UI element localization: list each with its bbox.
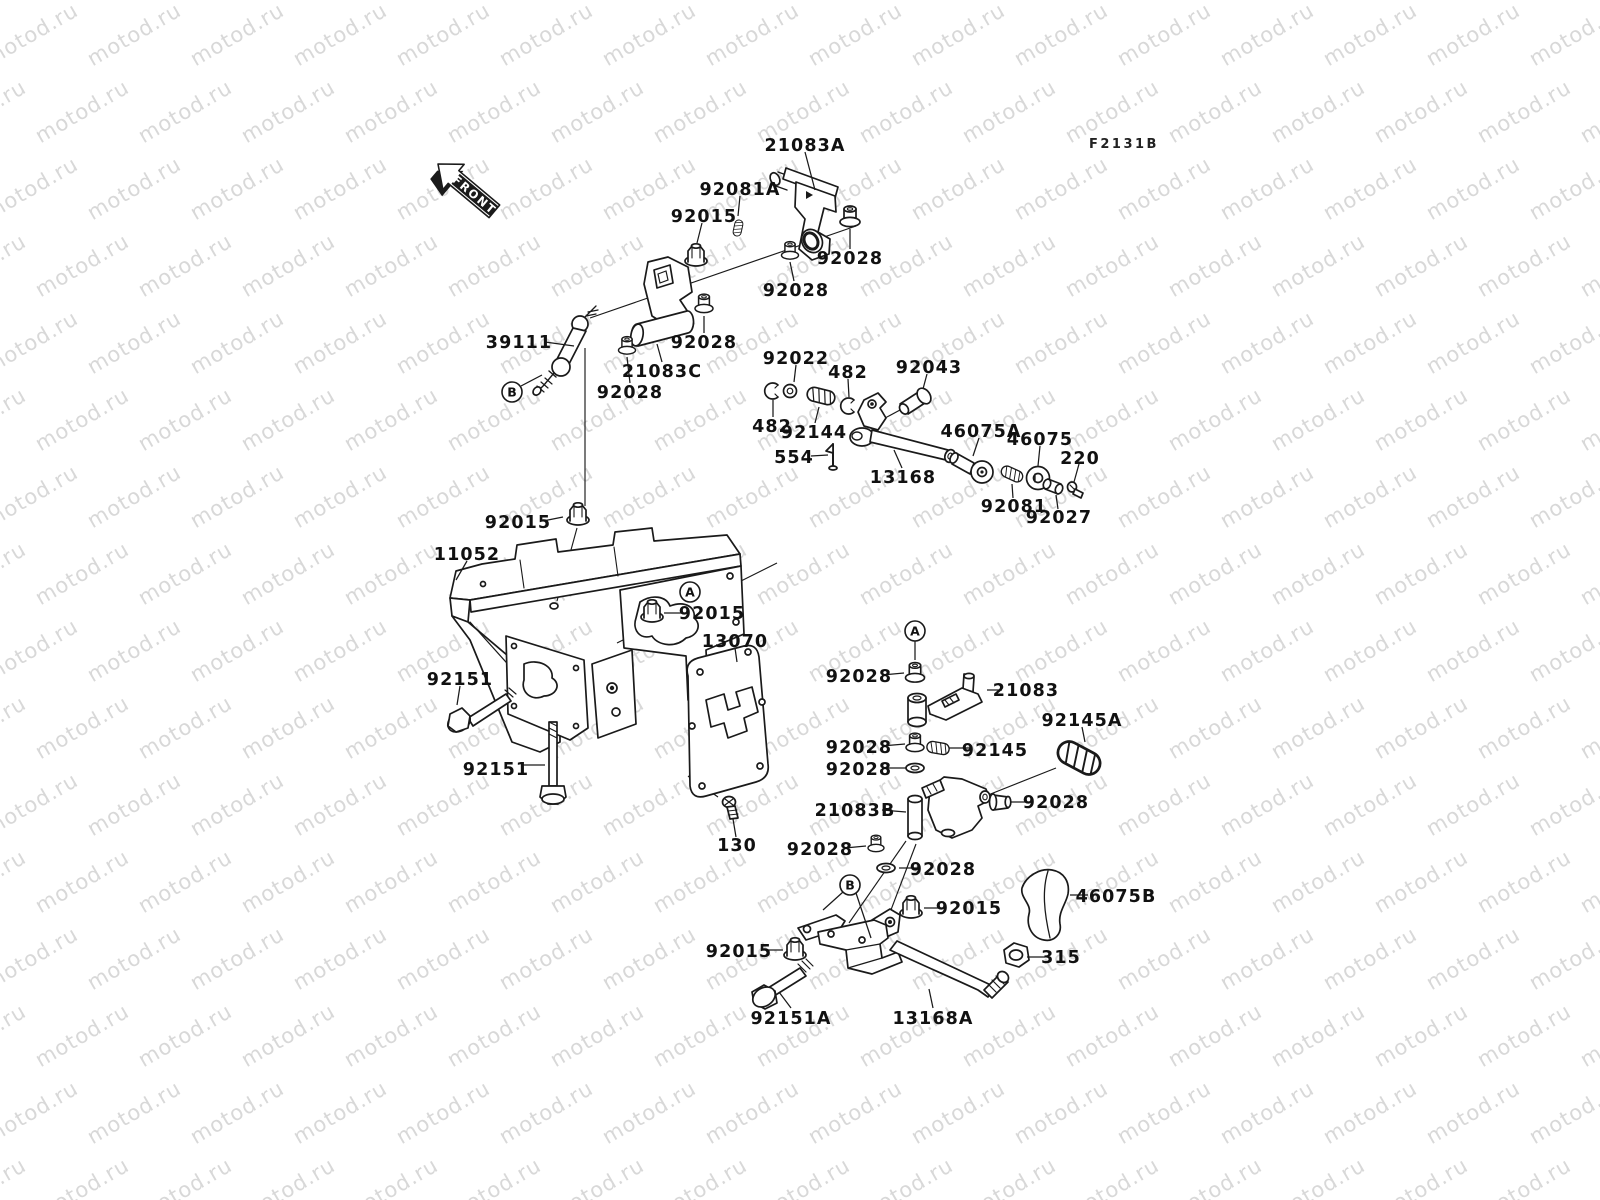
part-label: 92151 bbox=[463, 760, 529, 780]
figure-code: F2131B bbox=[1089, 137, 1159, 152]
part-label: 21083A bbox=[764, 136, 845, 156]
part-label: 92043 bbox=[896, 358, 962, 378]
part-92015-nut bbox=[783, 936, 807, 961]
part-92015-nut bbox=[899, 894, 923, 919]
part-label: 11052 bbox=[434, 545, 500, 565]
section-marker-circle bbox=[501, 381, 523, 403]
part-92028-bushing bbox=[905, 732, 925, 753]
part-92015-nut bbox=[684, 242, 708, 267]
part-shift-housing bbox=[921, 776, 991, 839]
part-label: 554 bbox=[774, 448, 814, 468]
part-92028-damper bbox=[867, 834, 885, 853]
part-92022-washer bbox=[782, 383, 798, 399]
part-46075b-knob bbox=[1021, 868, 1070, 942]
part-label: 92015 bbox=[706, 942, 772, 962]
part-label: 92022 bbox=[763, 349, 829, 369]
part-21083-bracket bbox=[907, 672, 983, 728]
part-92151-bolt bbox=[446, 687, 517, 733]
part-315-nut bbox=[1003, 942, 1030, 968]
section-marker-circle bbox=[904, 620, 926, 642]
part-label: 92028 bbox=[826, 760, 892, 780]
part-92028-washer bbox=[876, 862, 896, 874]
part-label: 46075 bbox=[1007, 430, 1073, 450]
part-label: 92081A bbox=[699, 180, 780, 200]
section-marker-letter: A bbox=[685, 585, 695, 600]
part-label: 92081 bbox=[981, 497, 1047, 517]
part-label: 92028 bbox=[1023, 793, 1089, 813]
part-label: 92027 bbox=[1026, 508, 1092, 528]
part-label: 92151A bbox=[750, 1009, 831, 1029]
part-label: 220 bbox=[1060, 449, 1100, 469]
part-21083c-lever bbox=[629, 256, 695, 347]
leader-lines bbox=[455, 151, 1088, 1009]
part-label: 92145A bbox=[1041, 711, 1122, 731]
part-13168a-shift-rod bbox=[889, 940, 1010, 999]
part-label: 92015 bbox=[671, 207, 737, 227]
part-label: 92028 bbox=[826, 667, 892, 687]
section-marker-letter: B bbox=[845, 878, 855, 893]
part-pedal-bracket bbox=[797, 908, 903, 975]
part-21083b-collar bbox=[907, 794, 923, 841]
part-21083a-bracket bbox=[769, 167, 839, 261]
part-92028-bushing bbox=[694, 293, 714, 314]
part-label: 92015 bbox=[485, 513, 551, 533]
part-92151-bolt bbox=[539, 721, 567, 805]
part-label: 92015 bbox=[936, 899, 1002, 919]
part-554-pin bbox=[825, 443, 838, 471]
part-92145a-spring bbox=[1052, 736, 1106, 780]
front-arrow: FRONT bbox=[430, 163, 501, 219]
part-13168-shift-lever bbox=[849, 392, 957, 464]
part-label: 92028 bbox=[817, 249, 883, 269]
front-arrow-label: FRONT bbox=[450, 172, 500, 217]
part-92081-spring bbox=[998, 463, 1026, 485]
part-label: 92145 bbox=[962, 741, 1028, 761]
part-label: 46075B bbox=[1076, 887, 1157, 907]
part-label: 21083C bbox=[622, 362, 702, 382]
part-label: 21083 bbox=[993, 681, 1059, 701]
part-220-screw bbox=[1066, 481, 1084, 499]
part-label: 92028 bbox=[787, 840, 853, 860]
part-92028-bushing bbox=[988, 793, 1012, 811]
part-92028-washer bbox=[905, 762, 925, 774]
part-39111-tie-rod bbox=[532, 305, 599, 396]
part-13070-cover-plate bbox=[686, 644, 770, 798]
part-130-screw bbox=[721, 795, 739, 820]
part-label: 92028 bbox=[671, 333, 737, 353]
part-label: 130 bbox=[717, 836, 757, 856]
part-label: 482 bbox=[752, 417, 792, 437]
section-markers: B A A B bbox=[501, 381, 926, 896]
part-label: 92151 bbox=[427, 670, 493, 690]
part-label: 92015 bbox=[679, 604, 745, 624]
section-marker-circle bbox=[839, 874, 861, 896]
part-label: 92028 bbox=[763, 281, 829, 301]
part-label: 315 bbox=[1041, 948, 1081, 968]
part-label: 13168A bbox=[892, 1009, 973, 1029]
part-label: 92144 bbox=[781, 423, 847, 443]
part-label: 39111 bbox=[486, 333, 552, 353]
part-92028-bushing bbox=[904, 661, 926, 683]
part-46075a-stud bbox=[949, 452, 994, 484]
part-92151a-bolt bbox=[751, 958, 814, 1010]
section-marker-circle bbox=[679, 581, 701, 603]
part-label: 21083B bbox=[815, 801, 896, 821]
section-marker-letter: B bbox=[507, 385, 517, 400]
part-label: 92028 bbox=[826, 738, 892, 758]
part-92144-spring bbox=[804, 384, 838, 408]
part-92027-collar bbox=[1042, 478, 1064, 495]
part-label: 13168 bbox=[870, 468, 936, 488]
part-label: 92028 bbox=[910, 860, 976, 880]
part-482-circlip bbox=[839, 397, 855, 415]
section-marker-letter: A bbox=[910, 624, 920, 639]
part-92043-bolt bbox=[898, 387, 932, 415]
part-label: 46075A bbox=[940, 422, 1021, 442]
part-label: 482 bbox=[828, 363, 868, 383]
part-92145-spring bbox=[925, 739, 951, 757]
part-92015-nut bbox=[566, 501, 590, 526]
part-482-circlip bbox=[763, 382, 779, 400]
part-92028-bushing bbox=[839, 205, 861, 228]
part-label: 13070 bbox=[702, 632, 768, 652]
part-label: 92028 bbox=[597, 383, 663, 403]
